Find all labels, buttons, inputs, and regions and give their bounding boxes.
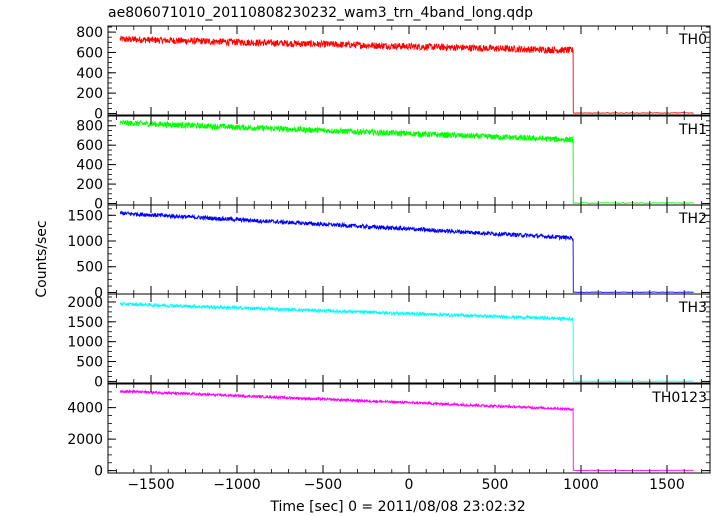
- x-axis-label: Time [sec] 0 = 2011/08/08 23:02:32: [269, 499, 525, 515]
- y-tick-label: 0: [94, 285, 103, 301]
- series-th1: [119, 118, 694, 204]
- y-tick-label: 500: [76, 355, 103, 371]
- y-tick-label: 600: [76, 45, 103, 61]
- y-tick-label: 800: [76, 25, 103, 41]
- panel-th3: 0 500 1000 1500 2000 TH3: [67, 293, 711, 390]
- panel-th1: 0 200 400 600 800 TH1: [76, 115, 711, 213]
- y-tick-label: 1000: [67, 234, 103, 250]
- series-th0: [119, 35, 694, 114]
- x-tick-label: 1500: [649, 477, 685, 493]
- panel-label: TH1: [678, 122, 707, 138]
- x-tick-label: −500: [304, 477, 342, 493]
- y-tick-label: 1500: [67, 315, 103, 331]
- panel-frame: [107, 383, 711, 474]
- y-tick-label: 4000: [67, 401, 103, 417]
- panel-label: TH0123: [651, 390, 707, 406]
- y-tick-label: 800: [76, 119, 103, 135]
- y-tick-label: 400: [76, 158, 103, 174]
- panel-label: TH3: [678, 300, 707, 316]
- chart-title: ae806071010_20110808230232_wam3_trn_4ban…: [108, 5, 533, 21]
- series-th3: [119, 301, 694, 382]
- y-tick-label: 0: [94, 197, 103, 213]
- y-tick-label: 1000: [67, 335, 103, 351]
- y-axis-label: Counts/sec: [34, 220, 50, 297]
- y-tick-label: 500: [76, 260, 103, 276]
- panel-frame: [107, 204, 711, 295]
- y-tick-label: 200: [76, 177, 103, 193]
- y-tick-label: 1500: [67, 208, 103, 224]
- panel-frame: [107, 115, 711, 206]
- panel-label: TH0: [678, 32, 707, 48]
- series-th2: [119, 210, 694, 293]
- x-tick-label: 0: [405, 477, 414, 493]
- x-tick-label: 500: [482, 477, 509, 493]
- y-tick-label: 600: [76, 138, 103, 154]
- panel-th0: 0 200 400 600 800 TH0: [76, 25, 711, 122]
- y-tick-label: 200: [76, 86, 103, 102]
- y-tick-label: 0: [94, 374, 103, 390]
- y-tick-label: 2000: [67, 432, 103, 448]
- panel-label: TH2: [678, 211, 707, 227]
- y-tick-label: 2000: [67, 295, 103, 311]
- panel-th0123: 0 2000 4000 TH0123: [67, 383, 711, 480]
- series-th0123: [119, 388, 694, 471]
- x-tick-label: −1000: [213, 477, 260, 493]
- x-tick-label: −1500: [127, 477, 174, 493]
- panel-th2: 0 500 1000 1500 TH2: [67, 204, 711, 301]
- x-tick-labels: −1500 −1000 −500 0 500 1000 1500: [127, 477, 685, 493]
- y-tick-label: 0: [94, 106, 103, 122]
- x-tick-label: 1000: [563, 477, 599, 493]
- y-tick-label: 400: [76, 66, 103, 82]
- y-tick-label: 0: [94, 464, 103, 480]
